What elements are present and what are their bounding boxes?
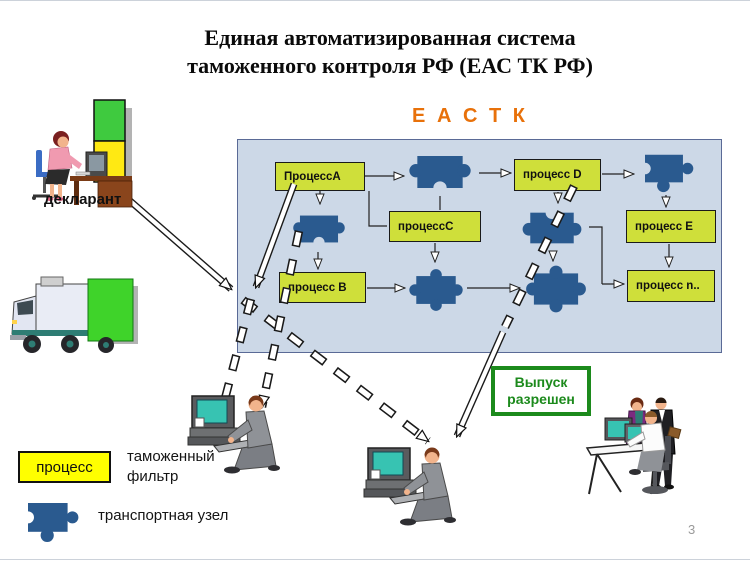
page-number: 3 <box>688 522 696 537</box>
puzzle-piece-icon <box>291 206 347 252</box>
process-box-b: процесс В <box>279 272 366 303</box>
customs-filter-line2: фильтр <box>127 468 179 485</box>
release-line1: Выпуск <box>514 374 568 390</box>
customs-filter-line1: таможенный <box>127 448 215 465</box>
declarant-at-desk-clipart <box>32 99 133 208</box>
release-permitted-badge: Выпуск разрешен <box>491 366 591 416</box>
puzzle-piece-icon <box>407 264 465 316</box>
legend-transport-node-label: транспортная узел <box>98 507 229 524</box>
slide-title-line2: таможенного контроля РФ (ЕАС ТК РФ) <box>187 53 593 78</box>
legend-puzzle-piece-icon <box>22 492 82 550</box>
process-box-d: процесс D <box>514 159 601 191</box>
eactk-label: Е А С Т К <box>412 105 528 127</box>
puzzle-piece-icon <box>637 149 699 195</box>
legend-customs-filter-label: таможенный фильтр <box>127 447 215 487</box>
legend-process-box: процесс <box>18 451 111 483</box>
slide-title-line1: Единая автоматизированная система <box>204 25 576 50</box>
slide-top-edge <box>0 0 750 1</box>
process-box-n: процесс n.. <box>627 270 715 302</box>
puzzle-piece-icon <box>515 205 589 251</box>
slide-bottom-edge <box>0 559 750 560</box>
puzzle-piece-icon <box>523 263 589 315</box>
release-line2: разрешен <box>507 391 575 407</box>
officers-group-clipart <box>585 397 682 495</box>
puzzle-piece-icon <box>403 148 477 196</box>
process-box-c: процессС <box>389 211 481 242</box>
truck-clipart <box>10 276 138 353</box>
slide-title: Единая автоматизированная система таможе… <box>40 24 740 80</box>
customs-operator-2-clipart <box>362 440 462 532</box>
process-box-a: ПроцессА <box>275 162 365 191</box>
process-box-e: процесс Е <box>626 210 716 243</box>
declarant-label: декларант <box>44 191 122 208</box>
